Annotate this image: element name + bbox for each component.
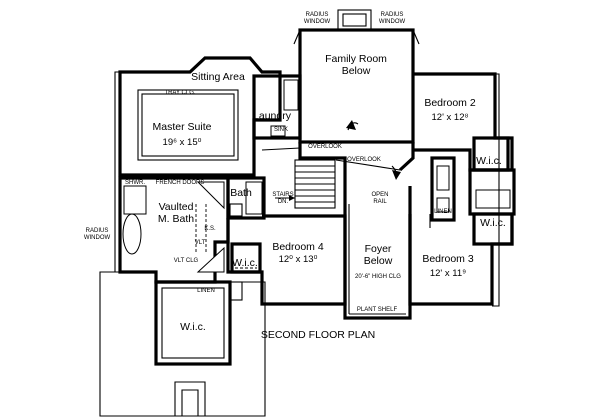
- bedroom4-dims: 12⁰ x 13⁰: [279, 254, 318, 265]
- bedroom2-label: Bedroom 2: [424, 97, 476, 109]
- laundry-walls: [252, 74, 302, 140]
- master-bath-label: M. Bath: [158, 213, 194, 225]
- bath-label: Bath: [230, 187, 252, 199]
- sink-label: SINK: [274, 127, 288, 133]
- open-rail-label: OPEN: [371, 192, 388, 198]
- plan-title: SECOND FLOOR PLAN: [261, 329, 375, 341]
- plant-shelf-label: PLANT SHELF: [357, 307, 398, 313]
- stairs-label: STAIRS: [272, 192, 293, 198]
- radius-window-top-right-label: RADIUS: [381, 12, 404, 18]
- master-closet-label: W.i.c.: [180, 321, 206, 333]
- bedroom2-closet-label: W.i.c.: [476, 155, 502, 167]
- radius-window-left-label-2: WINDOW: [84, 235, 111, 241]
- tray-ceiling-label: TRAY CLG.: [164, 90, 195, 96]
- radius-window-top-left-label: RADIUS: [306, 12, 329, 18]
- foyer-sub-label: Below: [364, 255, 393, 267]
- radius-window-top-right-label-2: WINDOW: [379, 19, 406, 25]
- lower-level-outline: [99, 71, 500, 417]
- master-suite-label: Master Suite: [153, 121, 212, 133]
- stairs-down-label: DN.: [278, 199, 289, 205]
- sitting-area-label: Sitting Area: [191, 71, 245, 83]
- overlook-label-2: OVERLOOK: [347, 157, 381, 163]
- vaulted-label: Vaulted: [159, 201, 194, 213]
- family-room-label: Family Room: [325, 53, 387, 65]
- bedroom4-label: Bedroom 4: [272, 241, 324, 253]
- radius-window-left-label: RADIUS: [86, 228, 109, 234]
- family-room-sub-label: Below: [342, 65, 371, 77]
- ks-label: K.S.: [204, 226, 216, 232]
- bedroom2-dims: 12' x 12⁸: [432, 112, 469, 123]
- foyer-ceiling-note: 20'-6" HIGH CLG: [355, 274, 401, 280]
- french-doors-label: FRENCH DOORS: [156, 180, 205, 186]
- bedroom3-walls: [408, 212, 514, 306]
- vlt-label: VLT: [195, 240, 206, 246]
- overlook-label-1: OVERLOOK: [308, 144, 342, 150]
- bedroom3-closet-label: W.i.c.: [480, 217, 506, 229]
- linen-hall-label: LINEN: [434, 209, 452, 215]
- radius-window-top-left-label-2: WINDOW: [304, 19, 331, 25]
- vlt-ceiling-label: VLT CLG: [174, 258, 199, 264]
- bedroom3-dims: 12' x 11⁹: [430, 268, 466, 279]
- open-rail-label-2: RAIL: [373, 199, 387, 205]
- laundry-label: Laundry: [253, 110, 292, 122]
- shower-label: SHWR.: [125, 180, 145, 186]
- bedroom4-closet-label: W.i.c.: [232, 257, 258, 269]
- hall-bath-walls: [226, 176, 266, 220]
- master-closet-walls: [154, 280, 243, 366]
- foyer-label: Foyer: [365, 243, 392, 255]
- master-suite-dims: 19⁶ x 15⁰: [163, 137, 202, 148]
- bedroom3-label: Bedroom 3: [422, 253, 474, 265]
- hall-walls: [261, 120, 415, 204]
- linen-master-label: LINEN: [197, 288, 215, 294]
- stairs: [275, 159, 336, 209]
